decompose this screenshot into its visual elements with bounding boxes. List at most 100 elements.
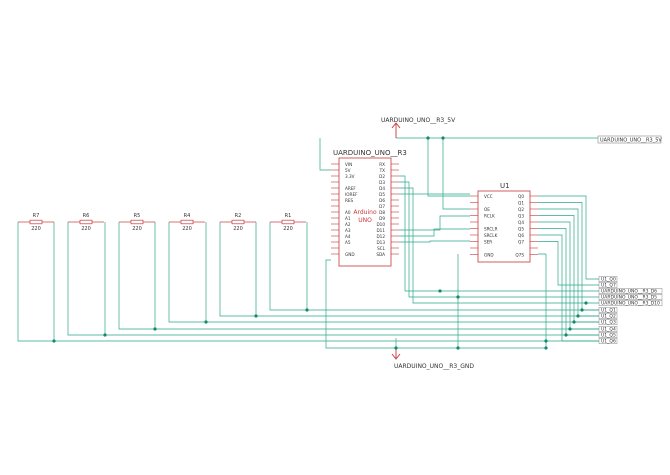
wire [168,222,599,323]
net-label-box [597,135,662,144]
resistor-refdes: R6 [83,213,90,219]
wire [427,138,470,197]
arduino-uno-symbol[interactable]: UARDUINO_UNO__R3 Arduino UNO VIN5V3.3VAR… [331,149,407,267]
resistor-value: 220 [132,226,142,232]
u1-pin-label: Q2 [518,207,524,212]
arduino-body-label-2: UNO [358,217,372,224]
net-label-text: U1_Q2 [601,314,616,320]
net-label[interactable]: UARDUINO_UNO__R3_D10 [598,300,663,307]
net-label[interactable]: UARDUINO_UNO__R3_D5 [598,294,663,301]
vcc-power-symbol[interactable]: UARDUINO_UNO__R3_5V [381,117,456,138]
net-label-text: U1_Q0 [601,277,616,283]
arduino-pin-label: TX [379,168,386,173]
u1-pin-label: SRCLK [484,233,498,238]
net-label-box [598,288,663,294]
arduino-pin-label: A1 [345,216,351,221]
resistor-r6[interactable]: R6 220 [68,213,104,232]
u1-pin-label: Q6 [518,233,524,238]
net-label[interactable]: U1_Q1 [598,307,618,314]
resistor-value: 220 [182,226,192,232]
resistor-r5[interactable]: R5 220 [119,213,155,232]
arduino-body-label-1: Arduino [353,209,377,216]
junction-dot [153,327,157,331]
arduino-pin-label: A3 [345,228,351,233]
arduino-pin-label: D13 [376,240,385,245]
net-label[interactable]: U1_Q5 [598,332,618,339]
wire [269,222,599,311]
arduino-pin-label: D2 [379,174,385,179]
junction-dot [580,308,584,312]
wire [399,240,470,243]
net-label-text: U1_Q4 [601,327,616,333]
arduino-pin-label: IOREF [345,192,358,197]
wires [17,137,599,349]
net-label[interactable]: U1_Q4 [598,326,618,333]
resistor-refdes: R4 [184,213,191,219]
wire [442,138,470,210]
u1-pin-label: Q7 [518,239,524,244]
net-label[interactable]: U1_Q3 [598,319,618,326]
u1-pin-label: Q5 [518,226,524,231]
gnd-power-symbol[interactable]: UARDUINO_UNO__R3_GND [391,348,474,370]
junction-dot [52,339,56,343]
junction-dot [572,320,576,324]
u1-pin-label: Q4 [518,220,524,225]
wire [538,215,599,323]
arduino-pin-label: D12 [376,234,385,239]
u1-pin-label: VCC [484,194,493,199]
arduino-pin-label: SDA [376,252,385,257]
arduino-pin-label: D11 [376,228,385,233]
u1-pin-label: SRCLR [484,226,498,231]
arduino-pin-label: RES [345,198,354,203]
arduino-pin-label: A2 [345,222,351,227]
resistor-value: 220 [283,226,293,232]
net-label[interactable]: UARDUINO_UNO__R3_D6 [598,288,663,295]
net-label[interactable]: U1_Q0 [598,276,618,283]
arduino-pin-label: GND [345,252,355,257]
arduino-pin-label: 3.3V [345,174,355,179]
net-label-box [598,307,618,313]
arduino-refdes: UARDUINO_UNO__R3 [333,149,407,157]
net-label-vcc[interactable]: UARDUINO_UNO__R3_5V [597,135,662,144]
junction-dot [426,136,430,140]
net-label[interactable]: U1_Q2 [598,313,618,320]
wire [399,181,599,298]
net-label[interactable]: U1_Q6 [598,338,618,345]
arduino-pin-label: AREF [345,186,356,191]
resistor-r4[interactable]: R4 220 [169,213,205,232]
net-label-text: U1_Q7 [601,283,616,289]
u1-body [477,190,531,263]
wire [538,253,547,348]
resistor-body [281,219,295,225]
junction-dot [438,289,442,293]
vcc-arrow-icon [391,122,401,138]
junction-dot [254,314,258,318]
junction-dot [544,339,548,343]
wire [325,259,546,349]
junctions [52,136,588,350]
net-label-box [598,294,663,300]
resistor-refdes: R5 [134,213,141,219]
u1-pin-label: Q3 [518,213,524,218]
parts: UARDUINO_UNO__R3 Arduino UNO VIN5V3.3VAR… [18,117,662,370]
u1-pin-label: RCLK [484,213,495,218]
net-label-text: UARDUINO_UNO__R3_D5 [601,295,657,301]
wire [538,228,599,336]
junction-dot [456,295,460,299]
u1-pin-label: Q1 [518,200,524,205]
wire [538,208,599,317]
resistor-body [29,219,43,225]
net-label[interactable]: U1_Q7 [598,282,618,289]
arduino-pin-label: A5 [345,240,351,245]
resistor-value: 220 [81,226,91,232]
